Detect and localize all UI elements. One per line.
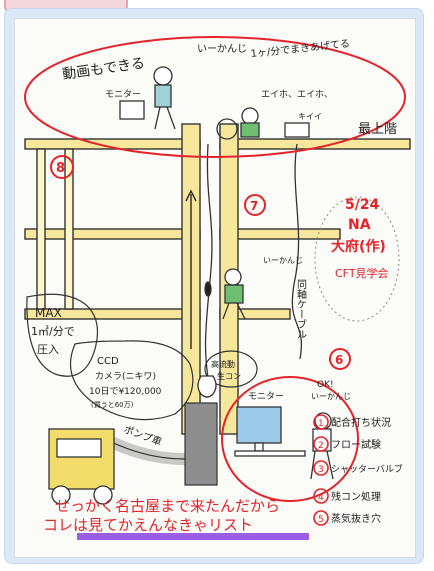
text-layer: 動画もできる いーかんじ 1ヶ/分でまきあげてる モニター エイホ、エイホ、 キ… <box>31 38 403 534</box>
bubble-top-ok: いーかんじ <box>197 43 247 55</box>
frame: 動画もできる いーかんじ 1ヶ/分でまきあげてる モニター エイホ、エイホ、 キ… <box>4 8 424 564</box>
ccd-bubble <box>69 340 194 421</box>
bubble-top-right: 1ヶ/分でまきあげてる <box>250 38 350 60</box>
bubble-top-left: 動画もできる <box>61 56 146 83</box>
coax-cable-line <box>204 143 213 395</box>
speech-6-a: OK! <box>317 380 334 390</box>
sketch-canvas: 動画もできる いーかんじ 1ヶ/分でまきあげてる モニター エイホ、エイホ、 キ… <box>24 36 411 540</box>
worker-winch-figure <box>216 107 310 140</box>
worker-middle-figure <box>204 268 246 320</box>
column-small-2 <box>64 148 74 310</box>
footer-line-1: せっかく名古屋まで来たんだから <box>55 497 280 515</box>
date-line-1: 5/24 <box>345 197 380 213</box>
max-line-2: 1㎥/分で <box>31 325 75 338</box>
monitor-bubble <box>221 376 359 502</box>
num-7: 7 <box>250 199 258 213</box>
top-floor-label: 最上階 <box>358 122 397 137</box>
check-text-3: シャッターバルブ <box>331 463 403 475</box>
check-text-4: 残コン処理 <box>331 490 381 503</box>
check-marker-2 <box>313 436 329 452</box>
mortar-line-1: 高流動 <box>211 359 235 369</box>
speech-7: いーかんじ <box>263 256 303 265</box>
up-arrow-icon <box>185 189 197 349</box>
footer-line-2: コレは見てかえんなきゃリスト <box>43 516 253 534</box>
max-line-3: 圧入 <box>37 343 59 356</box>
concrete-fill <box>184 402 218 486</box>
check-text-1: 配合打ち状況 <box>331 416 391 429</box>
check-num-5: 5 <box>318 515 324 525</box>
footer-underline <box>77 533 309 540</box>
date-line-3: 大府(作) <box>331 238 386 255</box>
worker-monitor-figure <box>119 66 176 130</box>
ccd-line-1: CCD <box>97 356 119 367</box>
check-marker-5 <box>313 510 329 526</box>
pump-truck-icon <box>48 428 115 505</box>
top-speech-bubble <box>24 36 406 158</box>
checklist-markers <box>313 414 329 526</box>
check-text-5: 蒸気抜き穴 <box>331 512 381 525</box>
num-6: 6 <box>335 353 343 367</box>
aeho-label: エイホ、エイホ、 <box>261 89 333 100</box>
ccd-line-2: カメラ(ニキワ) <box>95 371 156 382</box>
sketch-sheet: 動画もできる いーかんじ 1ヶ/分でまきあげてる モニター エイホ、エイホ、 キ… <box>14 18 416 558</box>
kiti-label: キイイ <box>298 112 322 121</box>
date-line-2: NA <box>348 217 371 233</box>
coax-cable-right <box>291 143 302 360</box>
monitor2-label: モニター <box>248 391 284 402</box>
check-num-1: 1 <box>318 419 324 429</box>
mortar-bubble <box>204 350 258 388</box>
slab-2-left <box>24 228 201 240</box>
check-text-2: フロー試験 <box>331 438 381 451</box>
marker-6 <box>329 348 351 370</box>
marker-7 <box>244 194 266 216</box>
coax-label: 同軸ケーブル <box>295 279 307 339</box>
check-marker-4 <box>313 488 329 504</box>
column-small-1 <box>36 148 46 310</box>
date-bubble <box>314 196 400 322</box>
check-num-3: 3 <box>318 465 324 475</box>
max-bubble <box>26 293 98 377</box>
marker-8 <box>50 155 74 179</box>
check-num-2: 2 <box>318 441 324 451</box>
speech-6-b: いーかんじ <box>311 392 351 401</box>
max-line-1: MAX <box>35 306 62 320</box>
camera-icon <box>197 375 217 398</box>
date-line-4: CFT見学会 <box>335 266 389 280</box>
ccd-line-3: 10日で¥120,000 <box>89 386 162 397</box>
check-num-4: 4 <box>318 493 324 503</box>
ccd-line-4: (買うと60万) <box>91 401 134 409</box>
monitor-label: モニター <box>105 89 141 100</box>
num-8: 8 <box>56 161 65 176</box>
check-marker-1 <box>313 414 329 430</box>
check-marker-3 <box>313 460 329 476</box>
mortar-line-2: 生コン <box>217 371 241 381</box>
